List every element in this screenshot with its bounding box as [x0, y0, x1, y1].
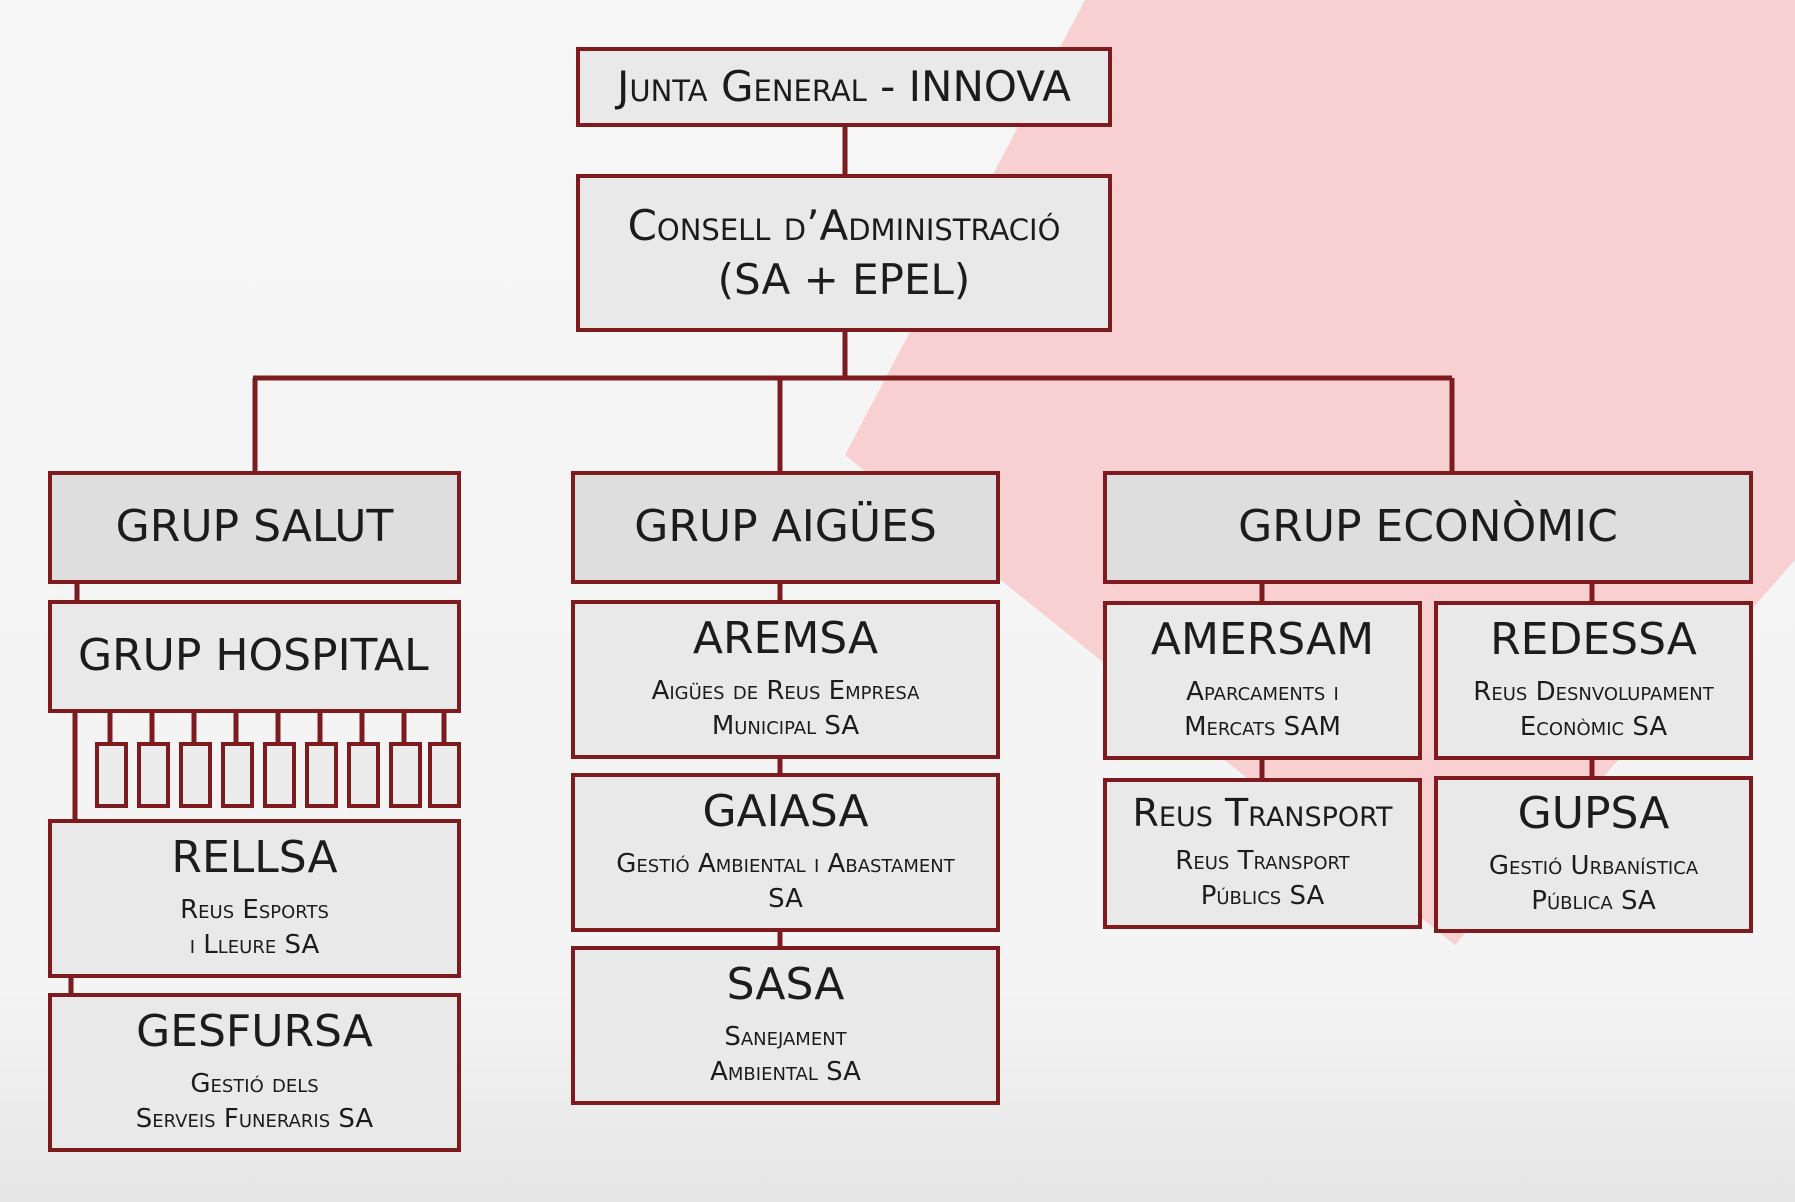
gesfursa-title: GESFURSA	[136, 1006, 373, 1058]
grup-aigues-box: GRUP AIGÜES	[571, 471, 1000, 584]
amersam-desc-1: Aparcaments i	[1186, 676, 1339, 707]
amersam-title: AMERSAM	[1150, 614, 1375, 666]
gupsa-desc-2: Pública SA	[1531, 885, 1656, 916]
aremsa-box: AREMSA Aigües de Reus Empresa Municipal …	[571, 600, 1000, 759]
grup-aigues-title: GRUP AIGÜES	[634, 501, 937, 553]
sasa-box: SASA Sanejament Ambiental SA	[571, 946, 1000, 1105]
redessa-title: REDESSA	[1490, 614, 1697, 666]
sasa-title: SASA	[726, 959, 845, 1011]
consell-subtitle: (SA + EPEL)	[717, 255, 971, 304]
gaiasa-desc-2: SA	[768, 883, 803, 914]
reus-transport-title: Reus Transport	[1132, 790, 1393, 835]
rellsa-desc-2: i Lleure SA	[189, 929, 320, 960]
grup-hospital-box: GRUP HOSPITAL	[48, 600, 461, 713]
hospital-unit	[221, 742, 254, 808]
junta-general-title: Junta General - INNOVA	[617, 61, 1071, 111]
gaiasa-desc-1: Gestió Ambiental i Abastament	[616, 848, 955, 879]
aremsa-title: AREMSA	[692, 613, 879, 665]
junta-general-box: Junta General - INNOVA	[576, 47, 1112, 127]
gaiasa-title: GAIASA	[702, 786, 869, 838]
aremsa-desc-2: Municipal SA	[711, 710, 860, 741]
rellsa-desc-1: Reus Esports	[180, 894, 329, 925]
grup-salut-title: GRUP SALUT	[115, 501, 394, 553]
hospital-unit	[389, 742, 422, 808]
reus-transport-box: Reus Transport Reus Transport Públics SA	[1103, 778, 1422, 929]
gaiasa-box: GAIASA Gestió Ambiental i Abastament SA	[571, 773, 1000, 932]
grup-economic-box: GRUP ECONÒMIC	[1103, 471, 1753, 584]
grup-salut-box: GRUP SALUT	[48, 471, 461, 584]
reus-transport-desc-2: Públics SA	[1200, 881, 1325, 912]
hospital-unit	[305, 742, 338, 808]
consell-title: Consell d’Administració	[627, 200, 1061, 250]
grup-hospital-title: GRUP HOSPITAL	[78, 630, 429, 682]
gupsa-desc-1: Gestió Urbanística	[1488, 850, 1699, 881]
sasa-desc-2: Ambiental SA	[710, 1056, 861, 1087]
aremsa-desc-1: Aigües de Reus Empresa	[651, 675, 920, 706]
hospital-unit	[263, 742, 296, 808]
gesfursa-desc-2: Serveis Funeraris SA	[135, 1103, 374, 1134]
gupsa-title: GUPSA	[1517, 788, 1670, 840]
consell-administracio-box: Consell d’Administració (SA + EPEL)	[576, 174, 1112, 332]
grup-economic-title: GRUP ECONÒMIC	[1238, 501, 1618, 553]
rellsa-title: RELLSA	[171, 832, 338, 884]
gupsa-box: GUPSA Gestió Urbanística Pública SA	[1434, 776, 1753, 933]
amersam-desc-2: Mercats SAM	[1184, 711, 1341, 742]
gesfursa-desc-1: Gestió dels	[190, 1068, 319, 1099]
hospital-unit	[428, 742, 461, 808]
hospital-unit	[95, 742, 128, 808]
gesfursa-box: GESFURSA Gestió dels Serveis Funeraris S…	[48, 993, 461, 1152]
hospital-unit	[179, 742, 212, 808]
redessa-box: REDESSA Reus Desnvolupament Econòmic SA	[1434, 601, 1753, 760]
hospital-unit	[137, 742, 170, 808]
reus-transport-desc-1: Reus Transport	[1175, 846, 1350, 877]
rellsa-box: RELLSA Reus Esports i Lleure SA	[48, 819, 461, 978]
redessa-desc-1: Reus Desnvolupament	[1473, 676, 1714, 707]
redessa-desc-2: Econòmic SA	[1519, 711, 1668, 742]
amersam-box: AMERSAM Aparcaments i Mercats SAM	[1103, 601, 1422, 760]
hospital-unit	[347, 742, 380, 808]
sasa-desc-1: Sanejament	[724, 1021, 847, 1052]
